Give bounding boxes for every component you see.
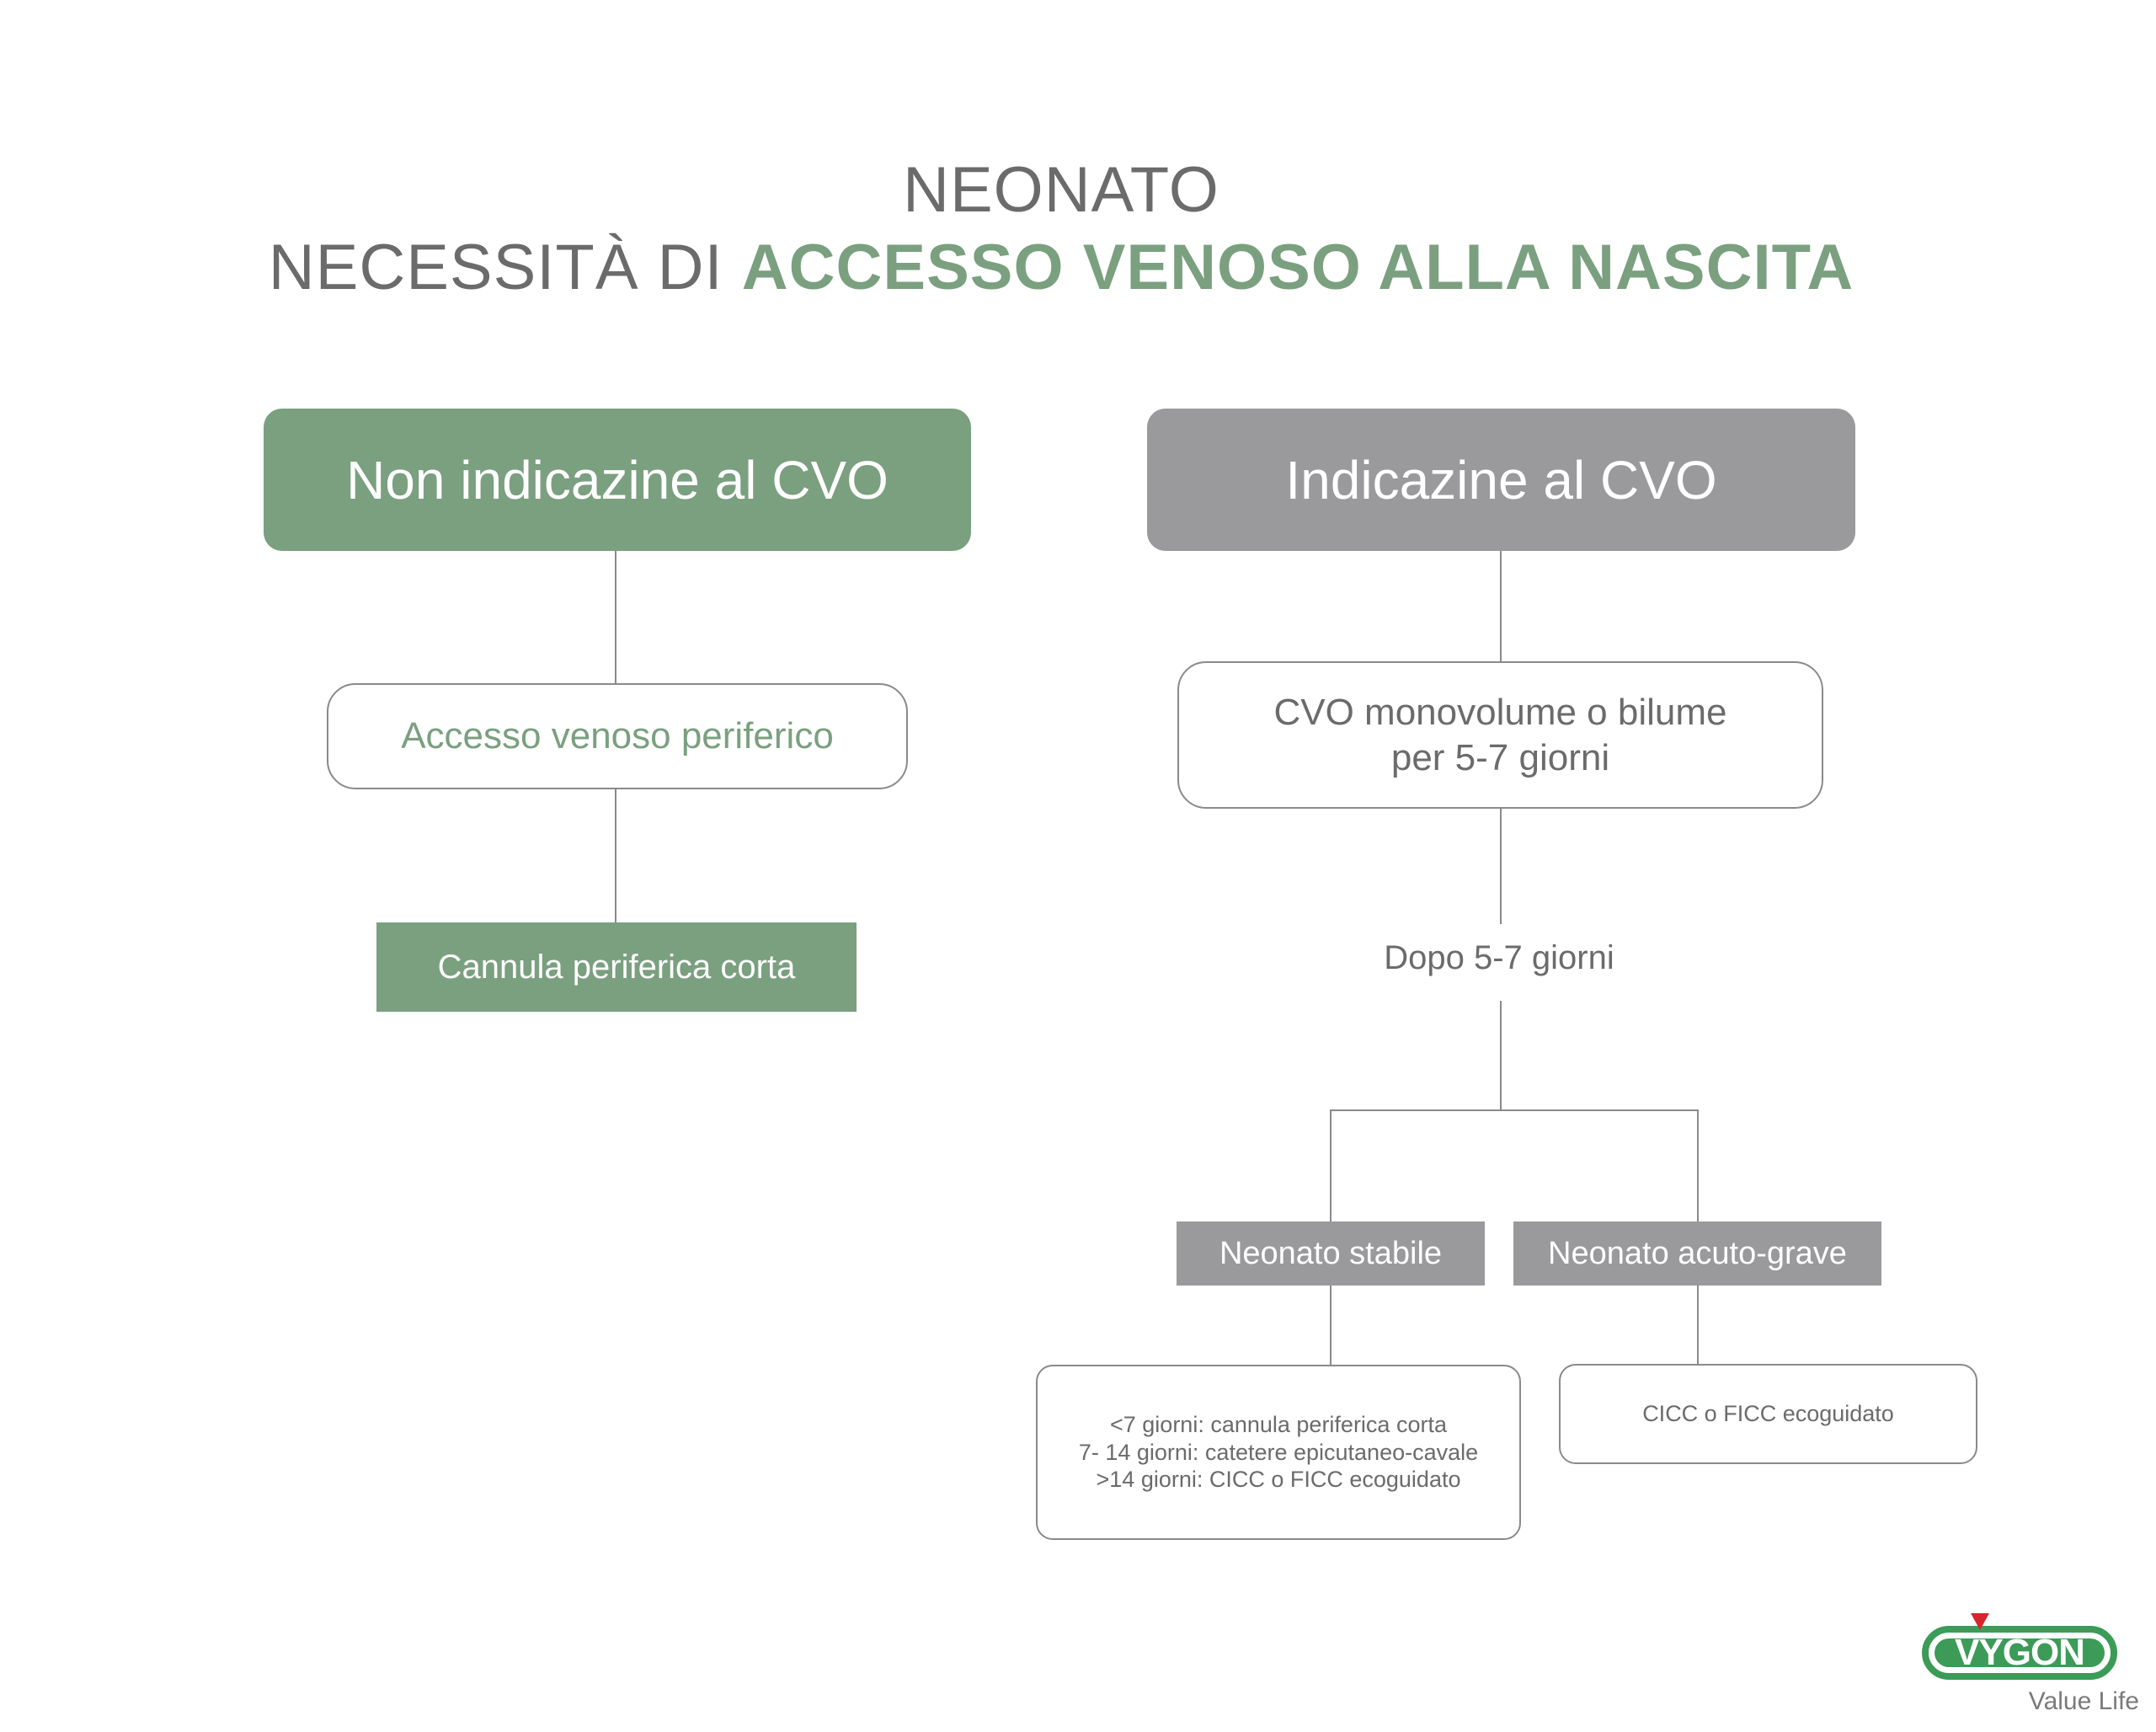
stabile-detail-2: 7- 14 giorni: catetere epicutaneo-cavale	[1078, 1439, 1479, 1465]
box-accesso-venoso-periferico: Accesso venoso periferico	[327, 683, 908, 789]
title-plain: NECESSITÀ DI	[268, 232, 742, 303]
box-neonato-acuto: Neonato acuto-grave	[1513, 1221, 1881, 1286]
logo-tagline: Value Life	[2028, 1687, 2139, 1715]
title-line-1: NEONATO	[0, 158, 2122, 222]
box-cvo-monovolume: CVO monovolume o bilume per 5-7 giorni	[1177, 661, 1823, 809]
cvo-line-1: CVO monovolume o bilume	[1273, 691, 1727, 733]
stabile-detail-3: >14 giorni: CICC o FICC ecoguidato	[1096, 1467, 1461, 1493]
logo-badge: VYGON	[1922, 1626, 2117, 1680]
stabile-detail-1: <7 giorni: cannula periferica corta	[1110, 1411, 1447, 1437]
stabile-label: Neonato stabile	[1219, 1235, 1443, 1271]
acuto-detail: CICC o FICC ecoguidato	[1642, 1401, 1894, 1426]
header-no-cvo-label: Non indicazine al CVO	[346, 449, 889, 511]
logo-brand: VYGON	[1935, 1632, 2105, 1673]
title-line-2: NECESSITÀ DI ACCESSO VENOSO ALLA NASCITA	[0, 236, 2122, 300]
box-neonato-stabile: Neonato stabile	[1177, 1221, 1485, 1286]
label-dopo-giorni: Dopo 5-7 giorni	[1384, 939, 1614, 976]
box-cannula-periferica: Cannula periferica corta	[376, 922, 857, 1012]
vygon-logo: VYGON Value Life	[1912, 1613, 2139, 1719]
box-acuto-details: CICC o FICC ecoguidato	[1559, 1364, 1977, 1464]
connector-split	[1330, 1109, 1699, 1221]
header-cvo-label: Indicazine al CVO	[1285, 449, 1717, 511]
logo-triangle-icon	[1971, 1613, 1989, 1630]
title-accent: ACCESSO VENOSO ALLA NASCITA	[741, 232, 1854, 303]
header-no-cvo: Non indicazine al CVO	[264, 409, 971, 551]
avp-label: Accesso venoso periferico	[401, 715, 834, 756]
acuto-label: Neonato acuto-grave	[1548, 1235, 1847, 1271]
header-cvo: Indicazine al CVO	[1147, 409, 1855, 551]
title-neonato: NEONATO	[903, 154, 1219, 226]
cvo-line-2: per 5-7 giorni	[1390, 736, 1610, 778]
cannula-label: Cannula periferica corta	[437, 948, 796, 986]
box-stabile-details: <7 giorni: cannula periferica corta 7- 1…	[1036, 1365, 1521, 1540]
